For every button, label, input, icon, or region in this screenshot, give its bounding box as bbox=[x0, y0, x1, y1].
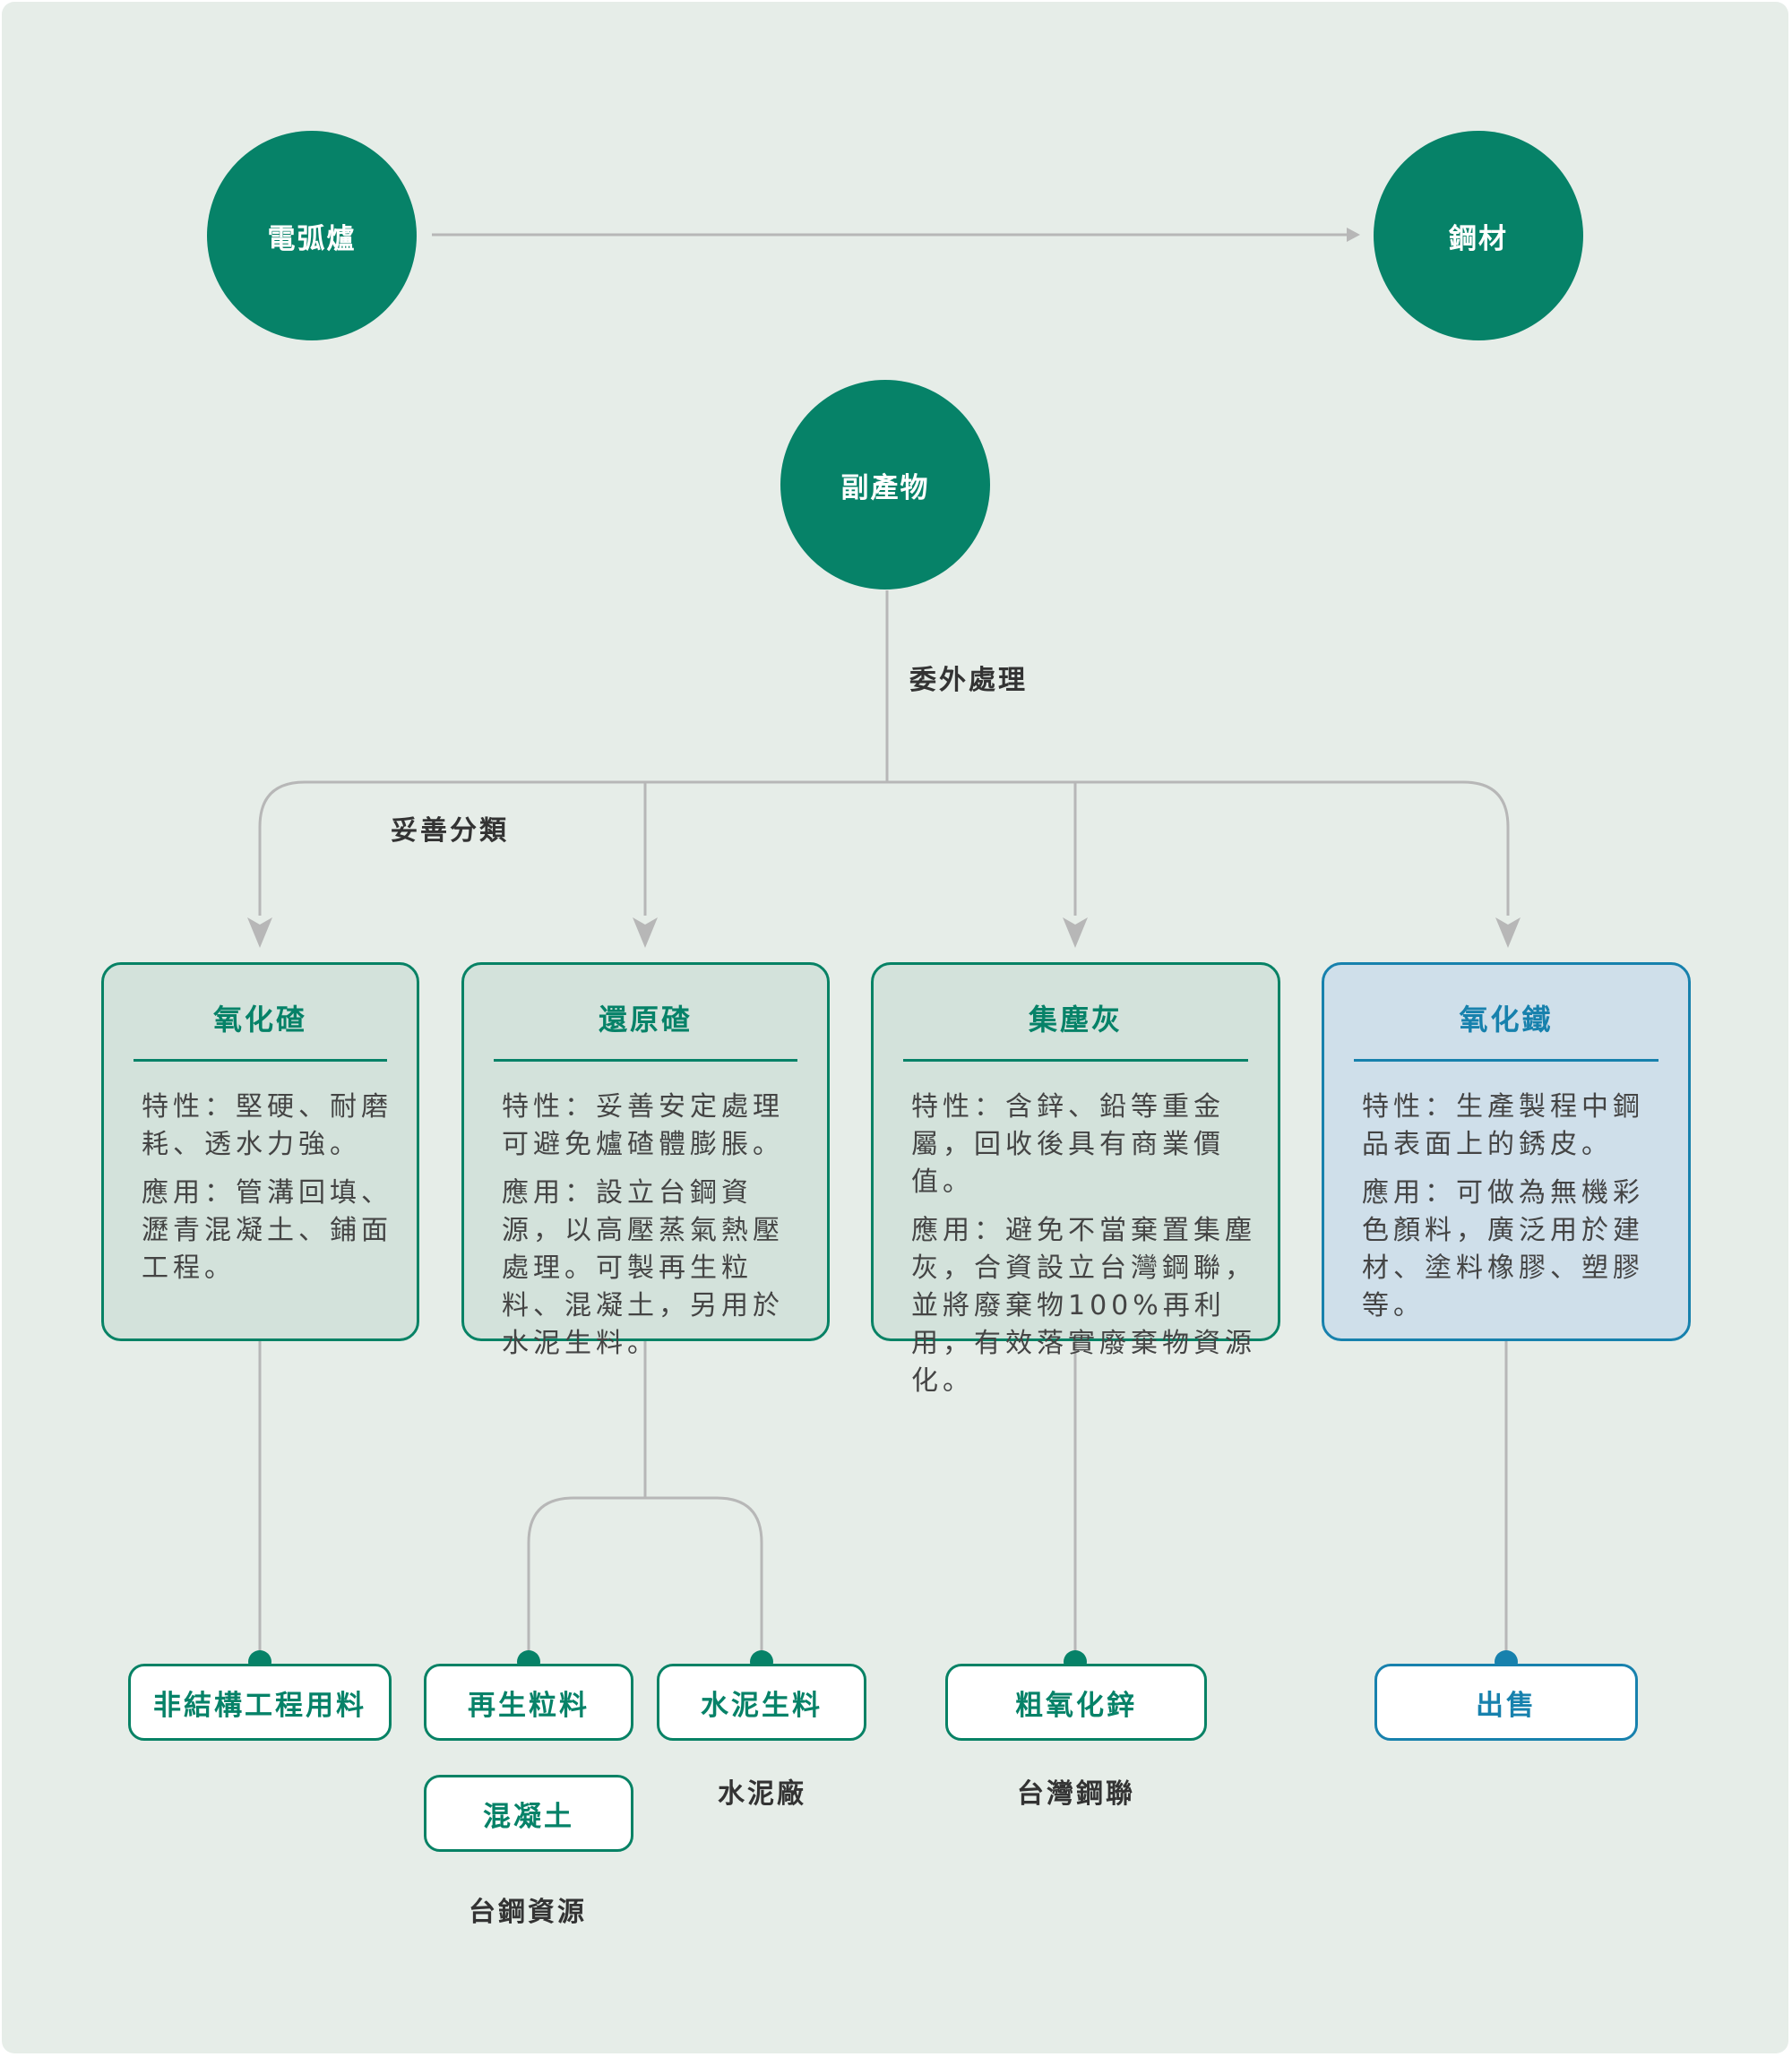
connector-branch-right bbox=[887, 780, 1510, 916]
card-property: 特性：生產製程中鋼品表面上的銹皮。 bbox=[1362, 1091, 1644, 1160]
card-property: 特性：妥善安定處理可避免爐碴體膨脹。 bbox=[502, 1091, 784, 1160]
card-divider bbox=[1354, 1059, 1658, 1062]
label-outsourcing: 委外處理 bbox=[909, 665, 1028, 696]
arrowhead-iron-oxide bbox=[1495, 917, 1521, 948]
label-sorting: 妥善分類 bbox=[391, 815, 509, 847]
product-sale: 出售 bbox=[1374, 1664, 1638, 1741]
label-taisteel-resource: 台鋼資源 bbox=[469, 1897, 587, 1928]
connector-reduction-slag-down bbox=[527, 1340, 763, 1657]
connector-branch-left bbox=[258, 780, 887, 916]
card-reduction-slag: 還原碴 特性：妥善安定處理可避免爐碴體膨脹。 應用：設立台鋼資源，以高壓蒸氣熱壓… bbox=[461, 962, 830, 1359]
card-dust: 集塵灰 特性：含鋅、鉛等重金屬，回收後具有商業價值。 應用：避免不當棄置集塵灰，… bbox=[871, 962, 1280, 1397]
card-property: 特性：堅硬、耐磨耗、透水力強。 bbox=[142, 1091, 392, 1160]
card-divider bbox=[903, 1059, 1248, 1062]
arrowhead-oxidizing-slag bbox=[247, 917, 272, 948]
card-body: 特性：堅硬、耐磨耗、透水力強。 應用：管溝回填、瀝青混凝土、鋪面工程。 bbox=[142, 1089, 395, 1298]
card-title: 氧化碴 bbox=[212, 1003, 307, 1037]
card-title: 集塵灰 bbox=[1028, 1003, 1123, 1037]
arrowhead-steel bbox=[1347, 228, 1360, 242]
card-application: 應用：管溝回填、瀝青混凝土、鋪面工程。 bbox=[142, 1177, 392, 1284]
label-taiwan-steel-union: 台灣鋼聯 bbox=[1017, 1778, 1135, 1810]
product-non-structural: 非結構工程用料 bbox=[128, 1664, 392, 1741]
node-steel: 鋼材 bbox=[1374, 131, 1583, 340]
label-cement-plant: 水泥廠 bbox=[718, 1778, 806, 1810]
card-application: 應用：設立台鋼資源，以高壓蒸氣熱壓處理。可製再生粒料、混凝土，另用於水泥生料。 bbox=[502, 1177, 784, 1359]
arrowhead-reduction-slag bbox=[633, 917, 658, 948]
card-divider bbox=[134, 1059, 387, 1062]
card-iron-oxide: 氧化鐵 特性：生產製程中鋼品表面上的銹皮。 應用：可做為無機彩色顏料，廣泛用於建… bbox=[1322, 962, 1691, 1341]
card-oxidizing-slag: 氧化碴 特性：堅硬、耐磨耗、透水力強。 應用：管溝回填、瀝青混凝土、鋪面工程。 bbox=[101, 962, 419, 1341]
card-application: 應用：可做為無機彩色顏料，廣泛用於建材、塗料橡膠、塑膠等。 bbox=[1362, 1177, 1644, 1321]
node-electric-arc-furnace: 電弧爐 bbox=[207, 131, 417, 340]
arrowhead-dust bbox=[1063, 917, 1088, 948]
card-application: 應用：避免不當棄置集塵灰，合資設立台灣鋼聯，並將廢棄物100%再利用，有效落實廢… bbox=[911, 1215, 1256, 1397]
card-body: 特性：妥善安定處理可避免爐碴體膨脹。 應用：設立台鋼資源，以高壓蒸氣熱壓處理。可… bbox=[502, 1089, 806, 1373]
card-property: 特性：含鋅、鉛等重金屬，回收後具有商業價值。 bbox=[911, 1091, 1225, 1198]
card-divider bbox=[494, 1059, 797, 1062]
card-title: 氧化鐵 bbox=[1459, 1003, 1554, 1037]
card-body: 特性：含鋅、鉛等重金屬，回收後具有商業價值。 應用：避免不當棄置集塵灰，合資設立… bbox=[911, 1089, 1256, 1411]
product-cement-raw: 水泥生料 bbox=[657, 1664, 866, 1741]
product-crude-zinc-oxide: 粗氧化鋅 bbox=[945, 1664, 1207, 1741]
product-recycled-aggregate: 再生粒料 bbox=[424, 1664, 633, 1741]
product-concrete: 混凝土 bbox=[424, 1775, 633, 1852]
card-body: 特性：生產製程中鋼品表面上的銹皮。 應用：可做為無機彩色顏料，廣泛用於建材、塗料… bbox=[1362, 1089, 1667, 1336]
card-title: 還原碴 bbox=[598, 1003, 693, 1037]
node-byproduct: 副產物 bbox=[780, 380, 990, 590]
